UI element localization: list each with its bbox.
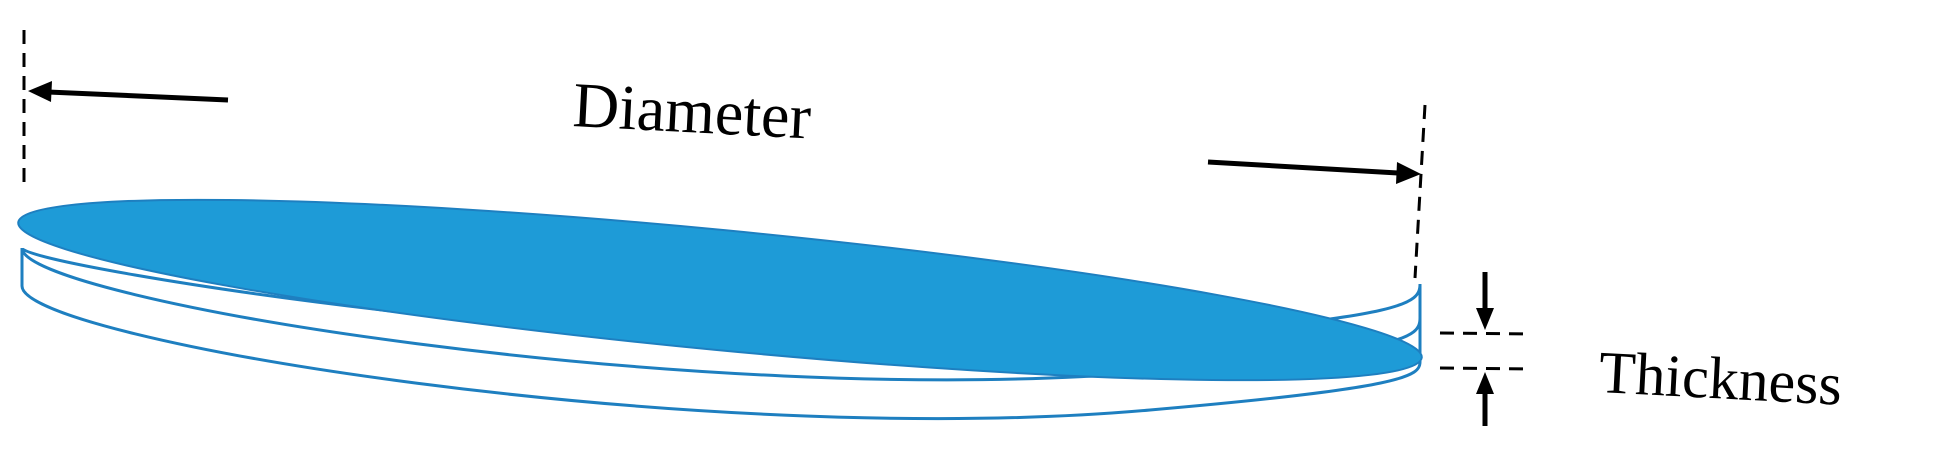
thickness-up-arrowhead (1476, 372, 1494, 394)
diameter-right-extension-line (1413, 104, 1427, 279)
diameter-right-arrow-shaft (1207, 159, 1399, 176)
thickness-top-reference-line (1439, 331, 1531, 336)
thickness-label: Thickness (1597, 339, 1843, 418)
disc-top-face (17, 198, 1423, 382)
diameter-right-arrowhead (1396, 162, 1421, 184)
diameter-label: Diameter (571, 69, 812, 152)
thickness-down-arrowhead (1476, 308, 1494, 330)
diameter-left-arrow-shaft (47, 89, 229, 103)
diameter-left-arrowhead (28, 81, 52, 102)
thickness-bottom-reference-line (1439, 366, 1531, 371)
disc-bottom-edge (20, 285, 1422, 421)
